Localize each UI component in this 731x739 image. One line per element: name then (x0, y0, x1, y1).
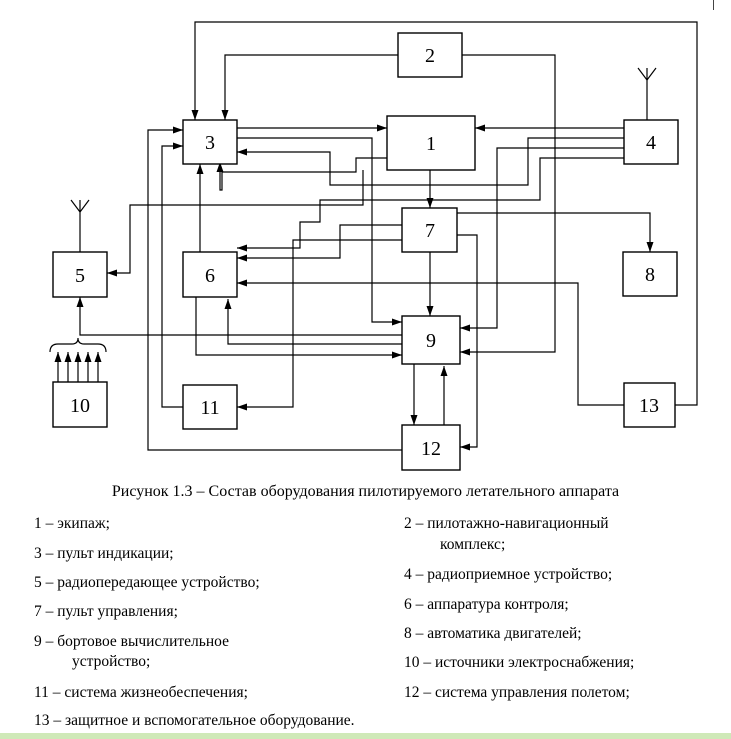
edge-4-3 (237, 137, 624, 186)
edge-11-3 (161, 142, 183, 408)
legend-item-1: 1 – экипаж; (34, 515, 110, 532)
edge-1-3 (216, 157, 387, 191)
edge-9-5 (76, 297, 402, 336)
edge-7-12 (457, 234, 478, 451)
node-6-label: 6 (205, 265, 215, 287)
legend-item-10: 10 – источники электроснабжения; (404, 654, 635, 671)
node-12-label: 12 (421, 438, 441, 460)
edge-4-6 (237, 157, 624, 252)
edge-12-3 (147, 126, 402, 451)
edge-13-3 (191, 21, 698, 406)
node-6: 6 (182, 251, 238, 298)
legend-item-6: 6 – аппаратура контроля; (404, 596, 569, 613)
node-11-label: 11 (200, 397, 219, 419)
node-7-label: 7 (425, 220, 435, 242)
legend-item-7: 7 – пульт управления; (34, 603, 178, 620)
legend-item-12: 12 – система управления полетом; (404, 684, 630, 701)
node-13-label: 13 (639, 395, 659, 417)
legend-item-11: 11 – система жизнеобеспечения; (34, 684, 248, 701)
node-5: 5 (52, 251, 108, 298)
edge-3-9 (237, 137, 402, 326)
connections (76, 21, 698, 451)
power-lines-icon (49, 337, 107, 382)
node-11: 11 (182, 384, 238, 430)
node-10: 10 (52, 381, 108, 428)
edge-9-6 (224, 299, 402, 345)
node-4: 4 (623, 119, 679, 165)
antenna-icon (70, 199, 90, 252)
node-3-label: 3 (205, 132, 215, 154)
legend-item-13: 13 – защитное и вспомогательное оборудов… (34, 712, 355, 729)
edge-4-9 (460, 147, 624, 332)
node-13: 13 (623, 382, 676, 428)
edge-1-5 (107, 170, 364, 277)
node-12: 12 (401, 424, 461, 471)
legend-item-3: 3 – пульт индикации; (34, 545, 174, 562)
legend-item-9-cont: устройство; (72, 653, 151, 670)
node-3: 3 (182, 119, 238, 165)
node-10-label: 10 (70, 395, 90, 417)
legend-item-5: 5 – радиопередающее устройство; (34, 574, 260, 591)
node-1-label: 1 (426, 133, 436, 155)
node-2-label: 2 (425, 45, 435, 67)
bottom-accent-bar (0, 733, 731, 739)
edge-2-3 (221, 54, 398, 120)
node-9: 9 (401, 315, 461, 365)
equipment-block-diagram: 2 3 1 4 7 5 6 8 9 10 11 13 (49, 21, 698, 471)
node-2: 2 (397, 32, 463, 78)
legend-item-9: 9 – бортовое вычислительное (34, 633, 229, 650)
legend-item-2: 2 – пилотажно-навигационный (404, 515, 609, 532)
node-9-label: 9 (426, 330, 436, 352)
edge-13-6 (237, 279, 624, 406)
legend-item-2-cont: комплекс; (440, 536, 506, 553)
node-4-label: 4 (646, 132, 656, 154)
page-edge-tick (713, 0, 714, 10)
node-8: 8 (622, 251, 678, 297)
antenna-icon (637, 67, 657, 120)
node-5-label: 5 (75, 265, 85, 287)
legend-item-8: 8 – автоматика двигателей; (404, 625, 582, 642)
legend-item-4: 4 – радиоприемное устройство; (404, 566, 613, 583)
edge-7-6 (237, 224, 402, 262)
node-1: 1 (386, 115, 476, 171)
edge-7-11 (237, 239, 402, 411)
edge-6-9 (195, 297, 402, 359)
node-8-label: 8 (645, 264, 655, 286)
node-7: 7 (401, 207, 458, 253)
edge-7-8 (457, 212, 654, 252)
figure-caption: Рисунок 1.3 – Состав оборудования пилоти… (111, 483, 620, 500)
edge-2-9 (460, 54, 556, 356)
